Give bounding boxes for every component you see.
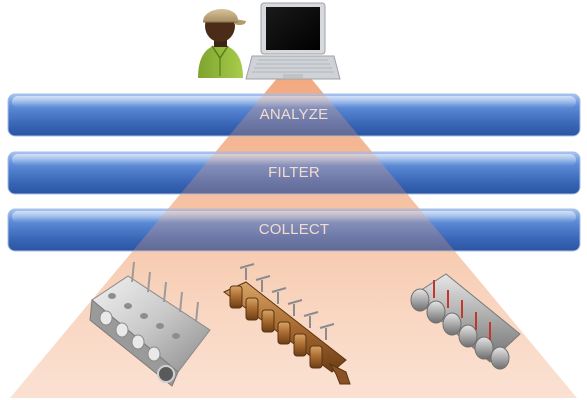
camera-rack-icon [89, 261, 211, 387]
faucet-rack-icon [223, 263, 351, 385]
pipe-rack-icon [410, 273, 521, 370]
band-analyze [7, 93, 581, 137]
user-icon [198, 8, 246, 78]
band-collect [7, 208, 581, 252]
band-filter [7, 151, 581, 195]
laptop-icon [245, 2, 341, 80]
